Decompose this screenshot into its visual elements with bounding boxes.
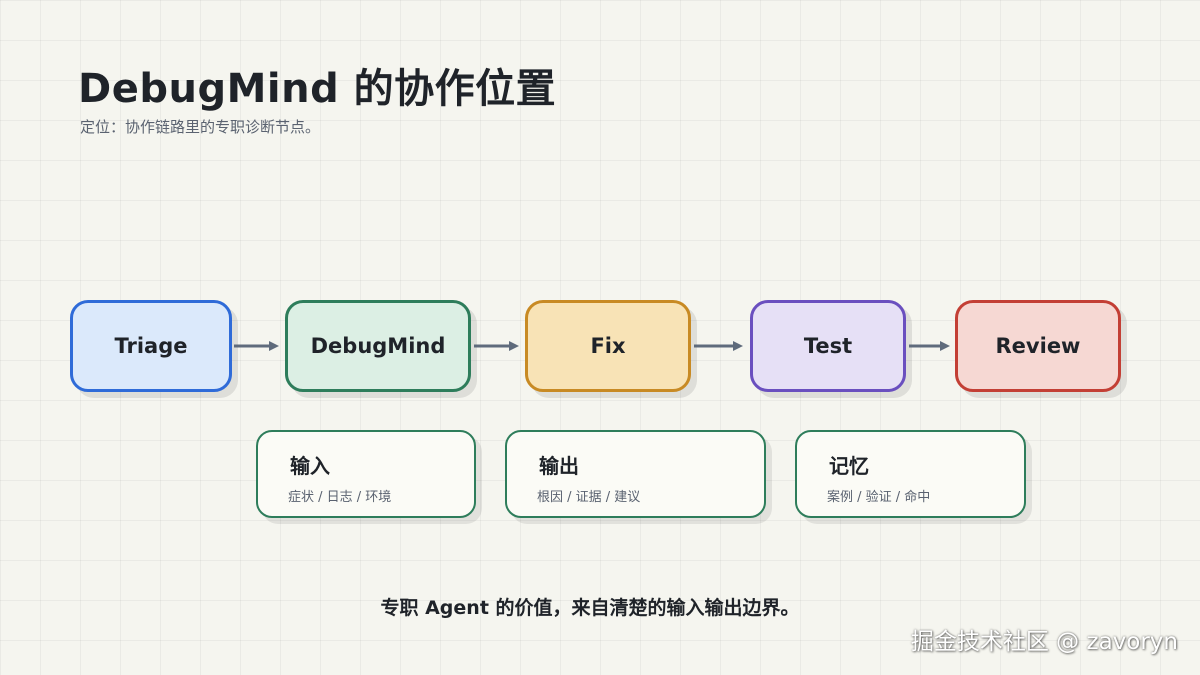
stage-debugmind: DebugMind xyxy=(285,300,471,392)
info-box-desc: 根因 / 证据 / 建议 xyxy=(537,490,641,505)
stage-label: Review xyxy=(995,334,1081,358)
info-box-title: 输出 xyxy=(539,454,579,478)
page-subtitle: 定位：协作链路里的专职诊断节点。 xyxy=(80,118,321,136)
conclusion-text: 专职 Agent 的价值，来自清楚的输入输出边界。 xyxy=(380,597,800,619)
arrow-icon xyxy=(234,341,279,351)
page-title: DebugMind 的协作位置 xyxy=(78,66,557,112)
info-box-memory: 记忆 案例 / 验证 / 命中 xyxy=(795,430,1026,518)
stage-test: Test xyxy=(750,300,906,392)
info-box-output: 输出 根因 / 证据 / 建议 xyxy=(505,430,766,518)
stage-label: DebugMind xyxy=(310,334,446,358)
stage-label: Triage xyxy=(114,334,188,358)
info-box-title: 记忆 xyxy=(829,454,869,478)
stage-label: Test xyxy=(803,334,853,358)
arrow-icon xyxy=(694,341,743,351)
stage-triage: Triage xyxy=(70,300,232,392)
info-box-desc: 症状 / 日志 / 环境 xyxy=(288,490,392,505)
stage-label: Fix xyxy=(590,334,626,358)
info-box-input: 输入 症状 / 日志 / 环境 xyxy=(256,430,476,518)
watermark: 掘金技术社区 @ zavoryn xyxy=(910,629,1178,655)
info-box-title: 输入 xyxy=(290,454,330,478)
arrow-icon xyxy=(909,341,950,351)
stage-fix: Fix xyxy=(525,300,691,392)
arrow-icon xyxy=(474,341,519,351)
stage-review: Review xyxy=(955,300,1121,392)
info-box-desc: 案例 / 验证 / 命中 xyxy=(827,490,931,505)
